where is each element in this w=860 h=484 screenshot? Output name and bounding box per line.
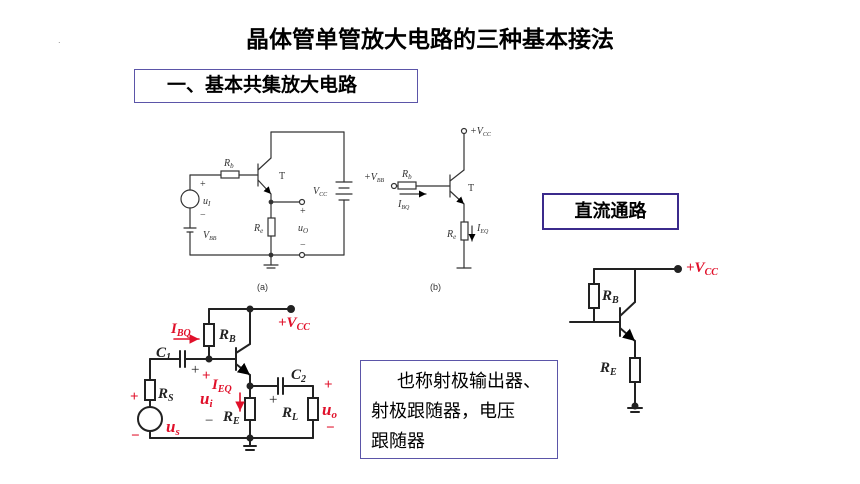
- page-title: 晶体管单管放大电路的三种基本接法: [246, 27, 614, 53]
- vcc-label-ac: +VCC: [278, 315, 310, 333]
- ieq-label-b: IEQ: [476, 223, 489, 235]
- minus-uo-ac: −: [326, 420, 335, 436]
- us-label-ac: us: [166, 417, 180, 438]
- circuit-a-labels: Rb T + − uI VBB VCC Re + − uO (a): [200, 158, 328, 292]
- minus-ui-ac: −: [205, 413, 213, 429]
- t-label-b: T: [468, 183, 474, 194]
- note-line-2: 射极跟随器，电压: [371, 401, 515, 422]
- ui-label-ac: ui: [200, 389, 213, 410]
- ac-circuit-labels: IBQ RB +VCC C1 + + C2 + + RS + IEQ ui RE…: [130, 315, 337, 444]
- plus-a: +: [200, 179, 206, 190]
- note-line-1: 也称射极输出器、: [397, 371, 541, 392]
- caption-b: (b): [430, 282, 441, 292]
- rl-label-ac: RL: [281, 405, 298, 423]
- ac-circuit: [137, 305, 319, 451]
- stray-dot: .: [58, 36, 61, 45]
- re-label-b: Re: [446, 229, 456, 241]
- circuit-b: [390, 127, 476, 269]
- re-label-a: Re: [253, 223, 263, 235]
- plus-c2-ac: +: [269, 392, 277, 408]
- note-line-3: 跟随器: [371, 431, 425, 452]
- minus-out-a: −: [300, 240, 306, 251]
- vcc-label-a: VCC: [313, 186, 328, 198]
- note-box: 也称射极输出器、 射极跟随器，电压 跟随器: [360, 360, 558, 459]
- re-label-dc: RE: [599, 360, 617, 378]
- ibq-label-b: IBQ: [397, 199, 410, 211]
- rs-label-ac: RS: [157, 386, 174, 404]
- plus-c1-ac: +: [191, 362, 199, 378]
- rb-label-dc: RB: [601, 288, 619, 306]
- c2-label-ac: C2: [291, 367, 306, 385]
- section-heading: 一、基本共集放大电路: [134, 69, 418, 103]
- rb-label-ac: RB: [218, 327, 236, 345]
- rb-label-b: Rb: [401, 169, 412, 181]
- rb-label-a: Rb: [223, 158, 234, 170]
- ac-current-arrows: [173, 334, 245, 412]
- ibq-label-ac: IBQ: [170, 321, 191, 339]
- plus-out-a: +: [300, 206, 306, 217]
- minus-us-ac: −: [131, 428, 140, 444]
- t-label-a: T: [279, 171, 285, 182]
- vcc-label-dc: +VCC: [686, 260, 718, 278]
- caption-a: (a): [257, 282, 268, 292]
- uo-label-ac: uo: [322, 400, 337, 421]
- minus-a: −: [200, 210, 206, 221]
- circuit-b-labels: +VCC +VBB Rb T IBQ IEQ Re (b): [364, 126, 492, 292]
- u1-label-a: uI: [203, 196, 211, 208]
- dc-circuit-labels: +VCC RB RE: [599, 260, 718, 378]
- plus-us-ac: +: [130, 389, 139, 405]
- vbb-label-a: VBB: [203, 230, 217, 242]
- circuit-a: [180, 131, 353, 269]
- dc-path-label: 直流通路: [542, 193, 679, 230]
- plus-uo-ac: +: [324, 377, 333, 393]
- vbb-label-b: +VBB: [364, 172, 385, 184]
- dc-circuit: [569, 265, 682, 413]
- c1-label-ac: C1: [156, 345, 171, 363]
- ieq-label-ac: IEQ: [211, 377, 232, 395]
- plus-ui-ac: +: [202, 368, 211, 384]
- re-label-ac: RE: [222, 409, 240, 427]
- vcc-label-b: +VCC: [470, 126, 492, 138]
- uo-label-a: uO: [298, 223, 308, 235]
